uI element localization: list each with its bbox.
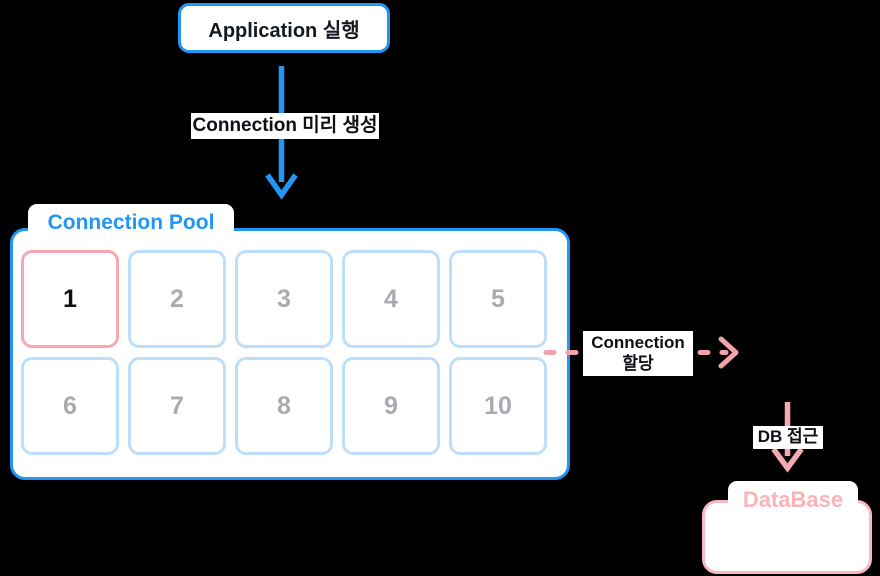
pool-cell-9-label: 9	[384, 391, 398, 420]
database-title: DataBase	[728, 481, 858, 519]
db-access-label-text: DB 접근	[757, 427, 819, 447]
connection-cells-grid: 1 2 3 4 5 6 7 8 9 10	[21, 250, 547, 455]
application-box: Application 실행	[178, 3, 390, 53]
pool-cell-8-label: 8	[277, 391, 291, 420]
pool-cell-1-label: 1	[63, 284, 77, 313]
database-title-text: DataBase	[742, 487, 844, 512]
pool-cell-10: 10	[449, 357, 547, 455]
pool-cell-5: 5	[449, 250, 547, 348]
pool-cell-8: 8	[235, 357, 333, 455]
pool-cell-10-label: 10	[484, 391, 512, 420]
pre-create-label-text: Connection 미리 생성	[192, 115, 378, 137]
connection-pool-title-text: Connection Pool	[47, 211, 215, 234]
pool-cell-2: 2	[128, 250, 226, 348]
application-box-label: Application 실행	[208, 19, 360, 42]
allocate-label-line2: 할당	[622, 353, 654, 373]
db-access-label: DB 접근	[753, 426, 823, 449]
connection-pool-title: Connection Pool	[28, 204, 234, 242]
pool-cell-3-label: 3	[277, 284, 291, 313]
allocate-label-line1: Connection	[591, 332, 685, 352]
pool-cell-7-label: 7	[170, 391, 184, 420]
pool-cell-1: 1	[21, 250, 119, 348]
pool-cell-7: 7	[128, 357, 226, 455]
pool-cell-6-label: 6	[63, 391, 77, 420]
pool-cell-4-label: 4	[384, 284, 398, 313]
pool-cell-6: 6	[21, 357, 119, 455]
pool-cell-3: 3	[235, 250, 333, 348]
pool-cell-4: 4	[342, 250, 440, 348]
connection-pool-box: 1 2 3 4 5 6 7 8 9 10	[10, 228, 570, 480]
pool-cell-2-label: 2	[170, 284, 184, 313]
allocate-label: Connection 할당	[583, 331, 693, 376]
pool-cell-5-label: 5	[491, 284, 505, 313]
pre-create-label: Connection 미리 생성	[191, 113, 379, 139]
pool-cell-9: 9	[342, 357, 440, 455]
